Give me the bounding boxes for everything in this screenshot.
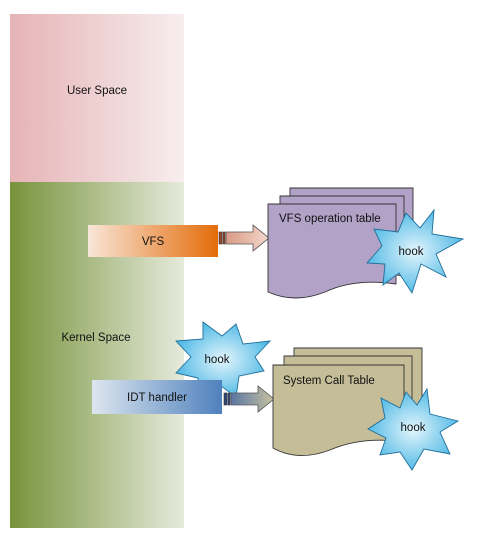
vfs-table-hook-label: hook xyxy=(399,246,424,258)
idt-hook-burst: hook xyxy=(175,321,272,398)
vfs-label: VFS xyxy=(142,236,165,248)
vfs-operation-table: VFS operation table xyxy=(267,187,414,299)
idt-hook-label: hook xyxy=(205,354,230,366)
vfs-operation-table-label: VFS operation table xyxy=(279,213,381,225)
system-call-table-label: System Call Table xyxy=(283,375,375,387)
idt-handler-label: IDT handler xyxy=(127,392,187,404)
vfs-to-table-arrow xyxy=(218,224,270,252)
syscall-table-hook-label: hook xyxy=(401,422,426,434)
syscall-table-hook-burst: hook xyxy=(367,387,460,471)
user-space-label: User Space xyxy=(67,85,127,97)
user-space-region: User Space xyxy=(10,14,184,182)
vfs-table-hook-burst: hook xyxy=(366,208,465,295)
kernel-space-label: Kernel Space xyxy=(61,332,130,344)
vfs-box: VFS xyxy=(88,225,218,257)
idt-handler-box: IDT handler xyxy=(92,380,222,414)
idt-to-table-arrow xyxy=(223,385,275,413)
